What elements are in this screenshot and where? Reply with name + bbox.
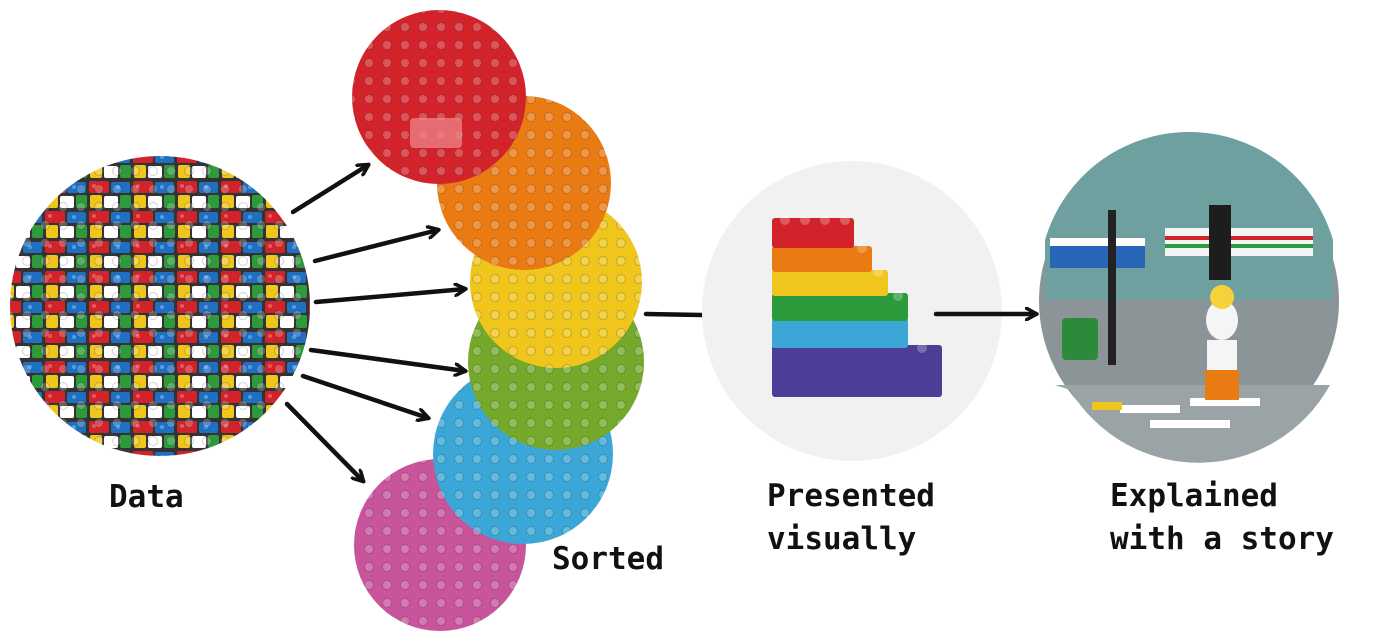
mixed-bricks-image — [10, 156, 310, 456]
sort-arrows — [284, 165, 465, 481]
arrow-to-yellow — [313, 289, 465, 305]
sorted-circles — [352, 10, 644, 631]
arrow-to-blue — [300, 373, 428, 418]
red-bricks-image — [352, 10, 526, 184]
arrow-to-pink — [284, 401, 363, 481]
data-label: Data — [109, 479, 184, 515]
presented-label-line1: Presented — [767, 478, 935, 514]
presented-label-line2: visually — [767, 521, 917, 557]
lego-street-scene-image — [1039, 131, 1339, 463]
explained-label-line1: Explained — [1110, 478, 1278, 514]
arrow-to-green — [308, 347, 465, 371]
stacked-rainbow-bricks-image — [702, 161, 1002, 461]
sorted-label: Sorted — [552, 541, 664, 577]
arrow-to-orange — [312, 230, 438, 264]
arrow-to-red — [290, 165, 368, 215]
explained-label-line2: with a story — [1110, 521, 1334, 557]
